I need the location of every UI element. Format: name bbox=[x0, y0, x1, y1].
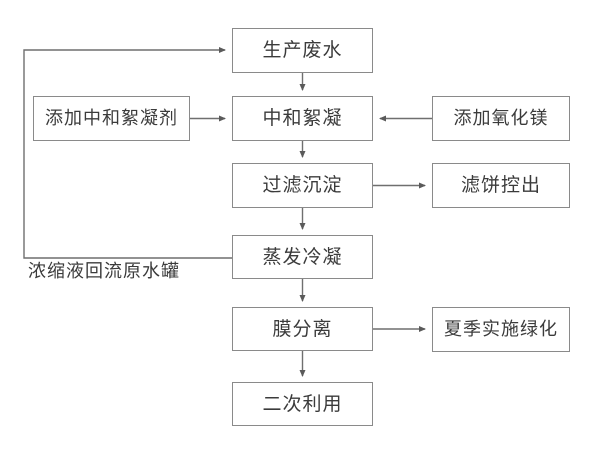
node-summer-greening[interactable]: 夏季实施绿化 bbox=[432, 307, 570, 352]
node-filtration-sedimentation[interactable]: 过滤沉淀 bbox=[232, 163, 373, 208]
node-neutralization-flocculation[interactable]: 中和絮凝 bbox=[232, 96, 373, 141]
node-add-magnesium-oxide[interactable]: 添加氧化镁 bbox=[432, 96, 570, 141]
edge-concentrate-recycle-loop bbox=[23, 47, 232, 259]
node-label: 蒸发冷凝 bbox=[262, 245, 343, 268]
node-label: 滤饼控出 bbox=[460, 174, 541, 196]
node-label: 过滤沉淀 bbox=[262, 174, 343, 196]
node-label: 添加中和絮凝剂 bbox=[45, 107, 178, 129]
node-evaporation-condensation[interactable]: 蒸发冷凝 bbox=[232, 235, 373, 279]
node-label: 膜分离 bbox=[272, 317, 333, 340]
node-label: 夏季实施绿化 bbox=[444, 318, 558, 340]
node-label: 中和絮凝 bbox=[262, 107, 343, 129]
node-label: 二次利用 bbox=[262, 392, 343, 415]
node-production-wastewater[interactable]: 生产废水 bbox=[232, 28, 373, 73]
node-secondary-reuse[interactable]: 二次利用 bbox=[232, 382, 373, 426]
concentrate-return-label: 浓缩液回流原水罐 bbox=[28, 263, 180, 281]
node-label: 生产废水 bbox=[262, 39, 343, 61]
node-filter-cake-discharge[interactable]: 滤饼控出 bbox=[432, 163, 570, 208]
concentrate-return-text: 浓缩液回流原水罐 bbox=[28, 261, 180, 282]
node-label: 添加氧化镁 bbox=[453, 107, 549, 129]
node-add-neutralizing-flocculant[interactable]: 添加中和絮凝剂 bbox=[33, 96, 190, 141]
node-membrane-separation[interactable]: 膜分离 bbox=[232, 307, 373, 351]
